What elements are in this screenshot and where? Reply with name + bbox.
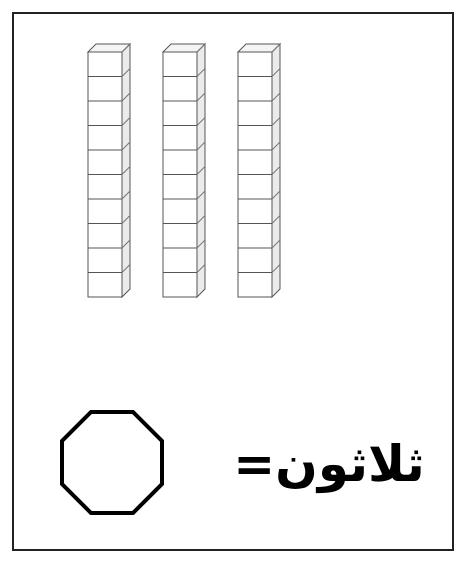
unit-cube bbox=[238, 224, 272, 249]
unit-cube bbox=[163, 77, 197, 102]
ten-rod bbox=[163, 44, 205, 297]
unit-cube bbox=[238, 77, 272, 102]
unit-cube bbox=[163, 175, 197, 200]
answer-octagon-box[interactable] bbox=[62, 412, 162, 513]
unit-cube bbox=[88, 248, 122, 273]
unit-cube bbox=[88, 224, 122, 249]
unit-cube bbox=[238, 150, 272, 175]
unit-cube bbox=[163, 199, 197, 224]
unit-cube bbox=[163, 126, 197, 151]
unit-cube bbox=[88, 77, 122, 102]
ten-rod bbox=[88, 44, 130, 297]
unit-cube bbox=[163, 273, 197, 298]
unit-cube bbox=[163, 52, 197, 77]
unit-cube bbox=[238, 248, 272, 273]
unit-cube bbox=[238, 273, 272, 298]
unit-cube bbox=[238, 199, 272, 224]
unit-cube bbox=[88, 101, 122, 126]
unit-cube bbox=[88, 126, 122, 151]
unit-cube bbox=[163, 150, 197, 175]
unit-cube bbox=[238, 175, 272, 200]
unit-cube bbox=[88, 175, 122, 200]
unit-cube bbox=[163, 101, 197, 126]
unit-cube bbox=[238, 101, 272, 126]
unit-cube bbox=[163, 224, 197, 249]
ten-rod bbox=[238, 44, 280, 297]
unit-cube bbox=[238, 52, 272, 77]
unit-cube bbox=[238, 126, 272, 151]
unit-cube bbox=[163, 248, 197, 273]
unit-cube bbox=[88, 52, 122, 77]
ten-rods bbox=[88, 44, 280, 297]
unit-cube bbox=[88, 150, 122, 175]
unit-cube bbox=[88, 199, 122, 224]
number-word-label: ثلاثون= bbox=[226, 424, 432, 504]
unit-cube bbox=[88, 273, 122, 298]
